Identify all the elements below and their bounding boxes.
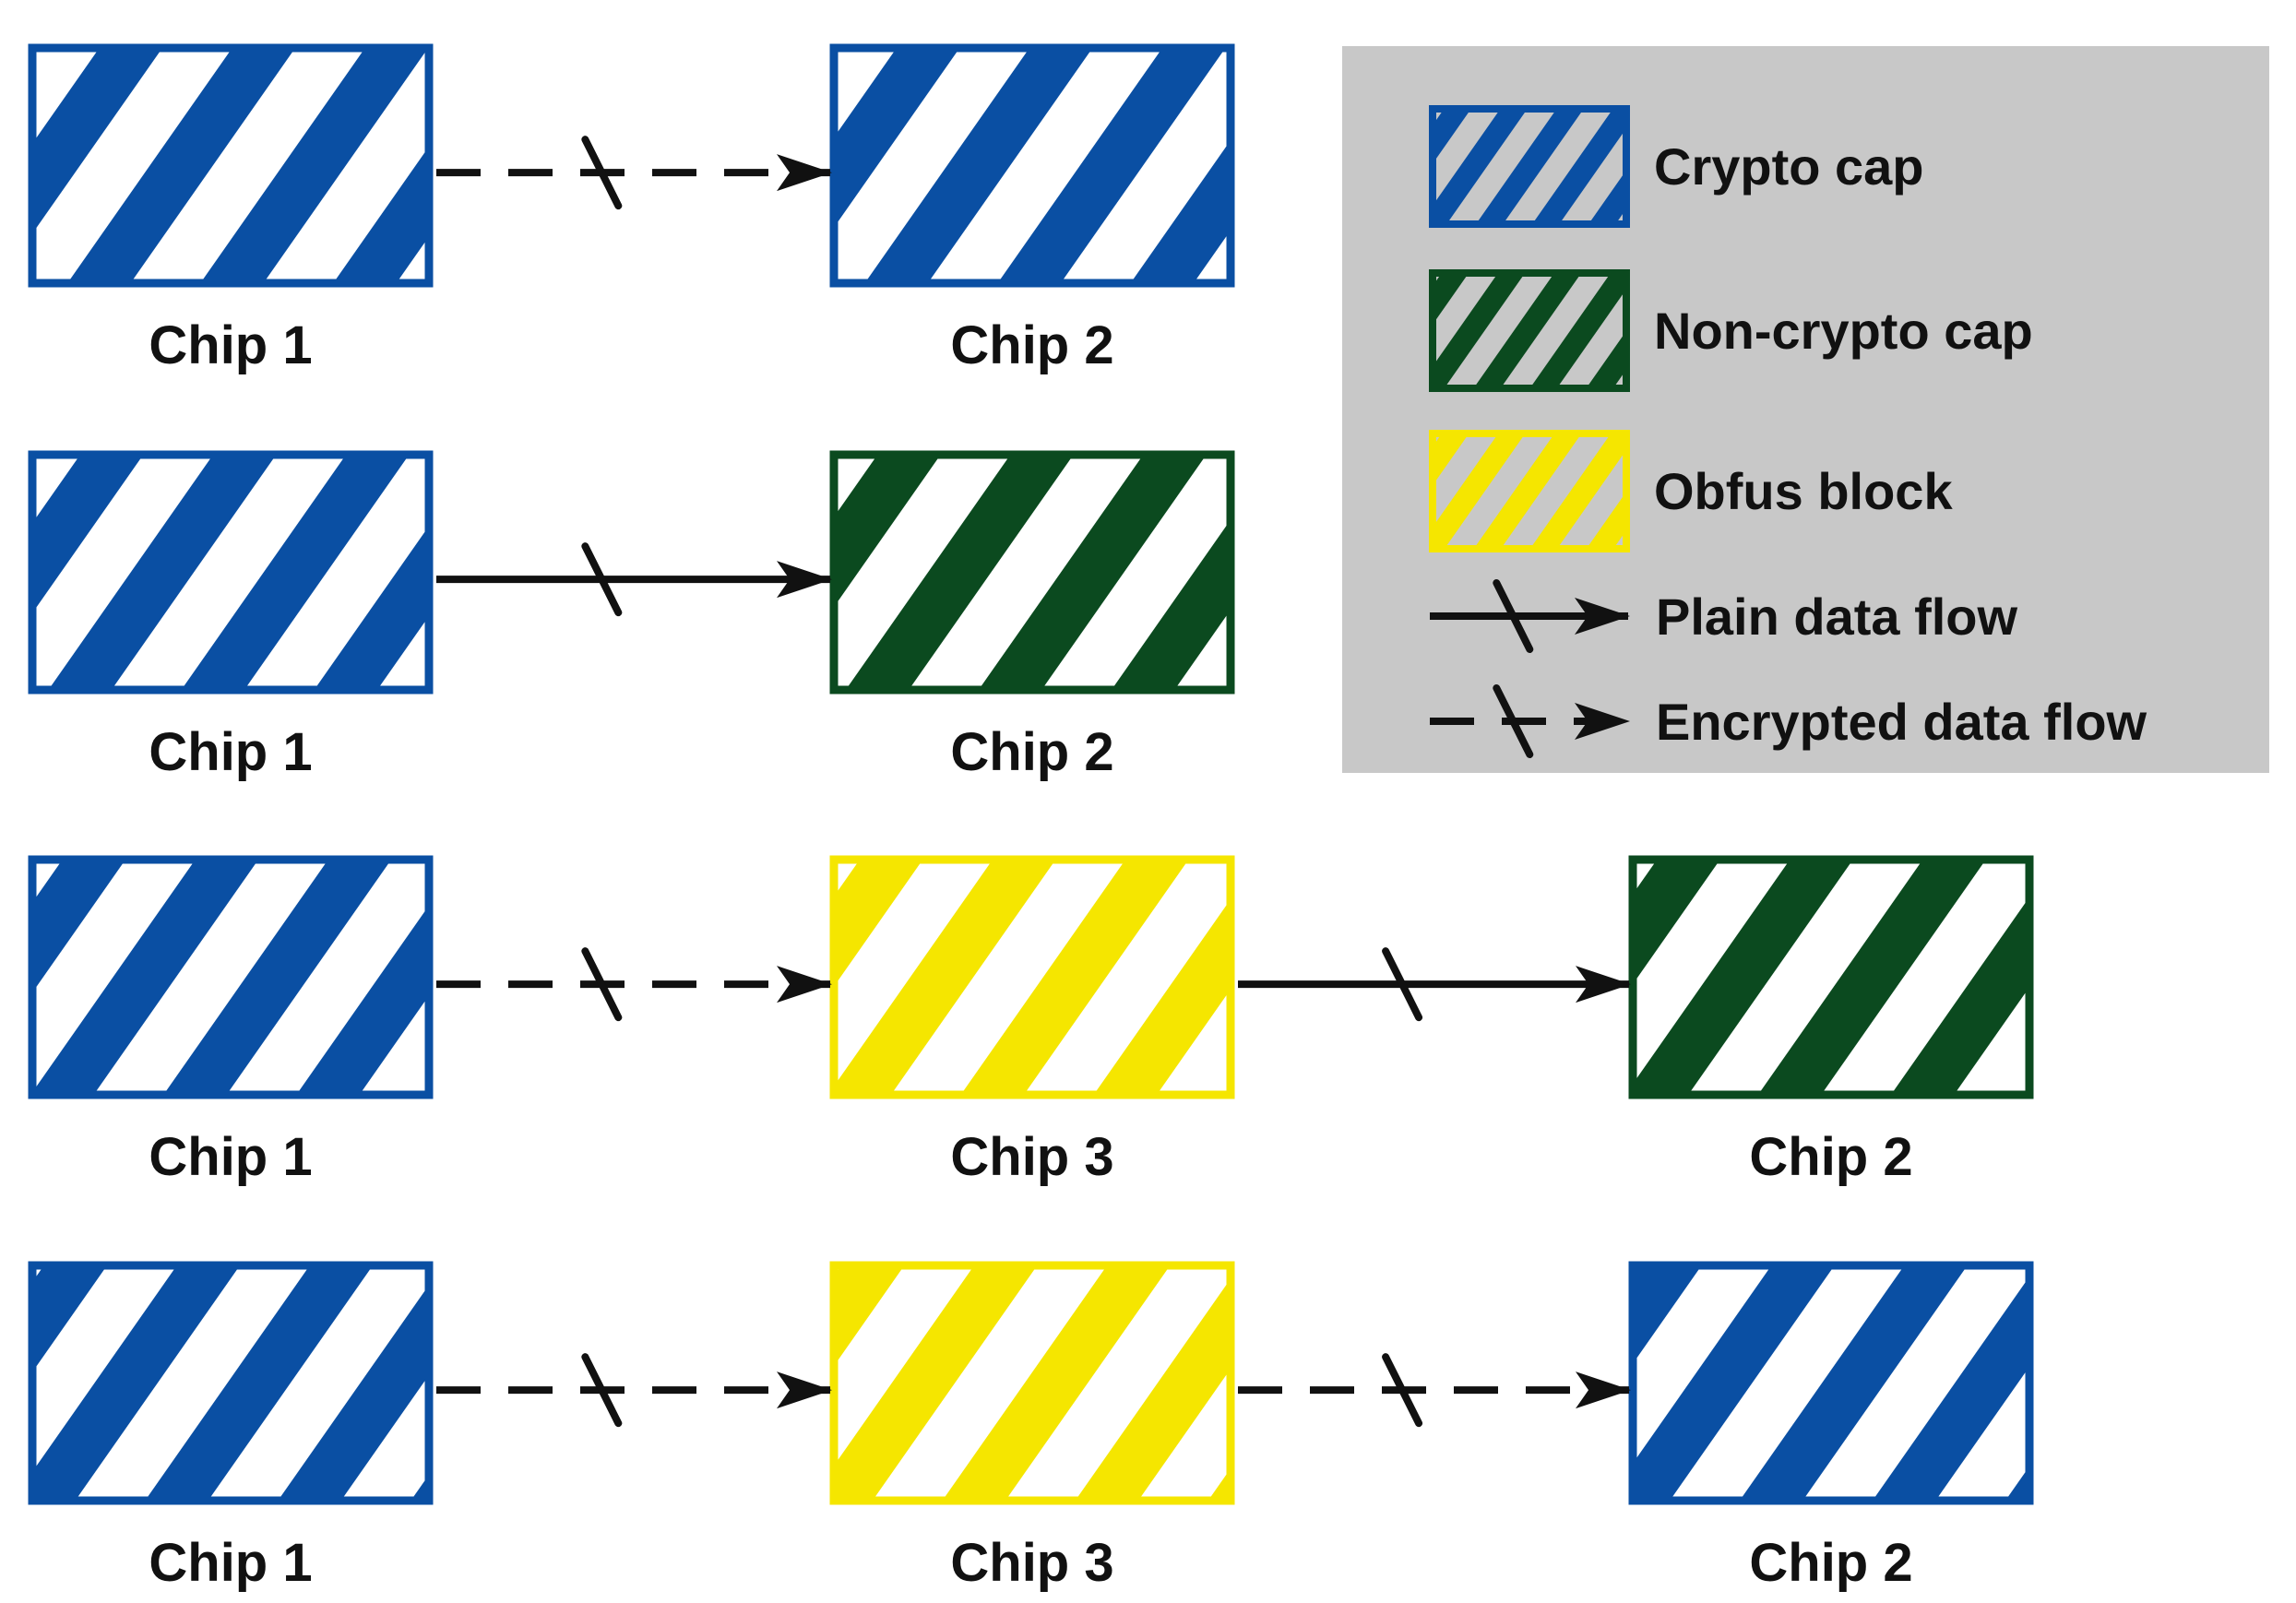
chip-chip-2-box: Chip 2 [829, 43, 1235, 375]
chip-label: Chip 2 [1749, 1127, 1912, 1187]
noncrypto-swatch [1429, 269, 1630, 392]
chip-label: Chip 2 [950, 315, 1113, 375]
obfus-chip-rect [829, 855, 1235, 1099]
crypto-chip-rect [28, 855, 434, 1099]
chip-label: Chip 3 [950, 1533, 1113, 1593]
legend-item-noncrypto: Non-crypto cap [1429, 269, 2033, 392]
crypto-chip-rect [28, 450, 434, 695]
chip-chip-1-box: Chip 1 [28, 855, 434, 1187]
crypto-chip-rect [829, 43, 1235, 288]
obfus-chip-rect [829, 1261, 1235, 1505]
chip-label: Chip 2 [1749, 1533, 1912, 1593]
noncrypto-chip-rect [829, 450, 1235, 695]
crypto-chip-rect [28, 43, 434, 288]
chip-chip-1-box: Chip 1 [28, 43, 434, 375]
noncrypto-chip-rect [1628, 855, 2034, 1099]
chip-label: Chip 1 [149, 1127, 312, 1187]
crypto-chip-rect [28, 1261, 434, 1505]
legend-label: Plain data flow [1656, 588, 2017, 646]
crypto-swatch [1429, 105, 1630, 228]
chip-label: Chip 3 [950, 1127, 1113, 1187]
encrypted-data-flow-arrow [436, 947, 832, 1022]
chip-label: Chip 1 [149, 1533, 312, 1593]
encrypted-data-flow-arrow [1238, 1353, 1631, 1428]
chip-label: Chip 1 [149, 722, 312, 782]
chip-label: Chip 2 [950, 722, 1113, 782]
encrypted-data-flow-arrow [436, 1353, 832, 1428]
chip-chip-1-box: Chip 1 [28, 1261, 434, 1593]
chip-label: Chip 1 [149, 315, 312, 375]
legend-label: Crypto cap [1654, 137, 1924, 196]
chip-chip-2-box: Chip 2 [829, 450, 1235, 782]
legend-item-plain-flow: Plain data flow [1430, 579, 2017, 653]
encrypted-flow-icon [1430, 684, 1630, 758]
scenario-row-1: Chip 1 Chip 2 [28, 43, 1235, 375]
plain-data-flow-arrow [1238, 947, 1631, 1022]
scenario-row-3: Chip 1 Chip 3 Chip 2 [28, 855, 2034, 1187]
chip-chip-2-box: Chip 2 [1628, 1261, 2034, 1593]
legend-item-obfus: Obfus block [1429, 430, 1953, 552]
crypto-chip-rect [1628, 1261, 2034, 1505]
obfus-swatch [1429, 430, 1630, 552]
chip-chip-3-box: Chip 3 [829, 1261, 1235, 1593]
scenario-row-4: Chip 1 Chip 3 Chip 2 [28, 1261, 2034, 1593]
plain-flow-icon [1430, 579, 1630, 653]
legend-label: Non-crypto cap [1654, 302, 2033, 360]
legend-item-crypto: Crypto cap [1429, 105, 1924, 228]
legend-label: Encrypted data flow [1656, 693, 2147, 751]
chip-chip-1-box: Chip 1 [28, 450, 434, 782]
legend-label: Obfus block [1654, 462, 1953, 520]
encrypted-data-flow-arrow [436, 136, 832, 210]
plain-data-flow-arrow [436, 542, 832, 617]
legend-item-encrypted-flow: Encrypted data flow [1430, 684, 2147, 758]
chip-chip-3-box: Chip 3 [829, 855, 1235, 1187]
chip-chip-2-box: Chip 2 [1628, 855, 2034, 1187]
scenario-row-2: Chip 1 Chip 2 [28, 450, 1235, 782]
